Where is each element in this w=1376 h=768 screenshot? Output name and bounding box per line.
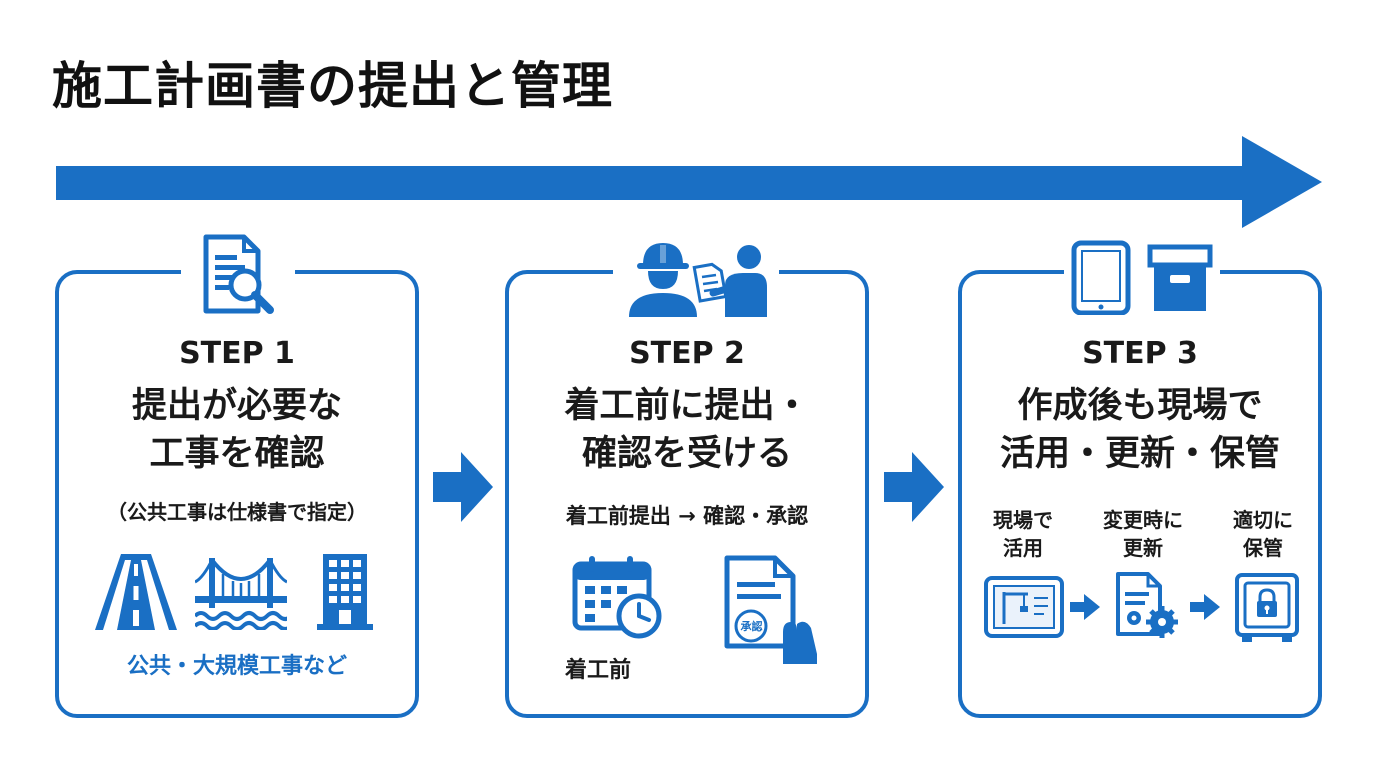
timeline-arrow	[56, 136, 1322, 228]
tablet-icon	[1071, 240, 1131, 315]
road-icon	[95, 554, 177, 630]
tablet-blueprint-icon	[984, 576, 1064, 638]
step-arrow-2	[884, 452, 944, 522]
building-icon	[317, 554, 373, 630]
stage-arrow-2	[1190, 594, 1220, 620]
document-gear-icon	[1116, 572, 1178, 638]
bridge-icon	[195, 558, 287, 630]
step-2-card: STEP 2 着工前に提出・ 確認を受ける 着工前提出 → 確認・承認 着工前 …	[505, 234, 869, 718]
calendar-label: 着工前	[565, 658, 632, 683]
stage-store-label: 適切に 保管	[1233, 508, 1293, 560]
worker-handover-icon	[613, 234, 779, 320]
stage-update-label: 変更時に 更新	[1103, 508, 1183, 560]
step-1-label: STEP 1	[179, 336, 295, 371]
stage-arrow-1	[1070, 594, 1100, 620]
step-3-heading: 作成後も現場で 活用・更新・保管	[999, 386, 1280, 474]
worker-icon	[629, 243, 697, 317]
approved-document-icon: 承認	[721, 554, 821, 664]
step-1-heading: 提出が必要な 工事を確認	[131, 386, 342, 474]
step-2-flow: 着工前提出 → 確認・承認	[565, 504, 809, 528]
step-1-pictograms	[59, 552, 415, 630]
step-2-label: STEP 2	[629, 336, 745, 371]
step-1-note: （公共工事は仕様書で指定）	[107, 500, 367, 524]
tablet-archive-icons	[1064, 234, 1220, 320]
document-handover-icon	[692, 245, 767, 317]
step-3-card: STEP 3 作成後も現場で 活用・更新・保管 現場で 活用 変更時に 更新 適…	[958, 234, 1322, 718]
page-title: 施工計画書の提出と管理	[52, 57, 613, 115]
calendar-clock-icon	[572, 556, 662, 639]
step-1-tag: 公共・大規模工事など	[126, 654, 347, 679]
safe-icon	[1235, 573, 1299, 642]
document-search-icon	[181, 232, 295, 318]
step-1-card: STEP 1 提出が必要な 工事を確認 （公共工事は仕様書で指定）	[55, 232, 419, 718]
archive-box-icon	[1147, 244, 1213, 311]
stage-use-label: 現場で 活用	[993, 508, 1053, 560]
step-arrow-1	[433, 452, 493, 522]
step-3-label: STEP 3	[1082, 336, 1198, 371]
approval-stamp-text: 承認	[740, 620, 763, 633]
step-2-heading: 着工前に提出・ 確認を受ける	[564, 386, 810, 474]
